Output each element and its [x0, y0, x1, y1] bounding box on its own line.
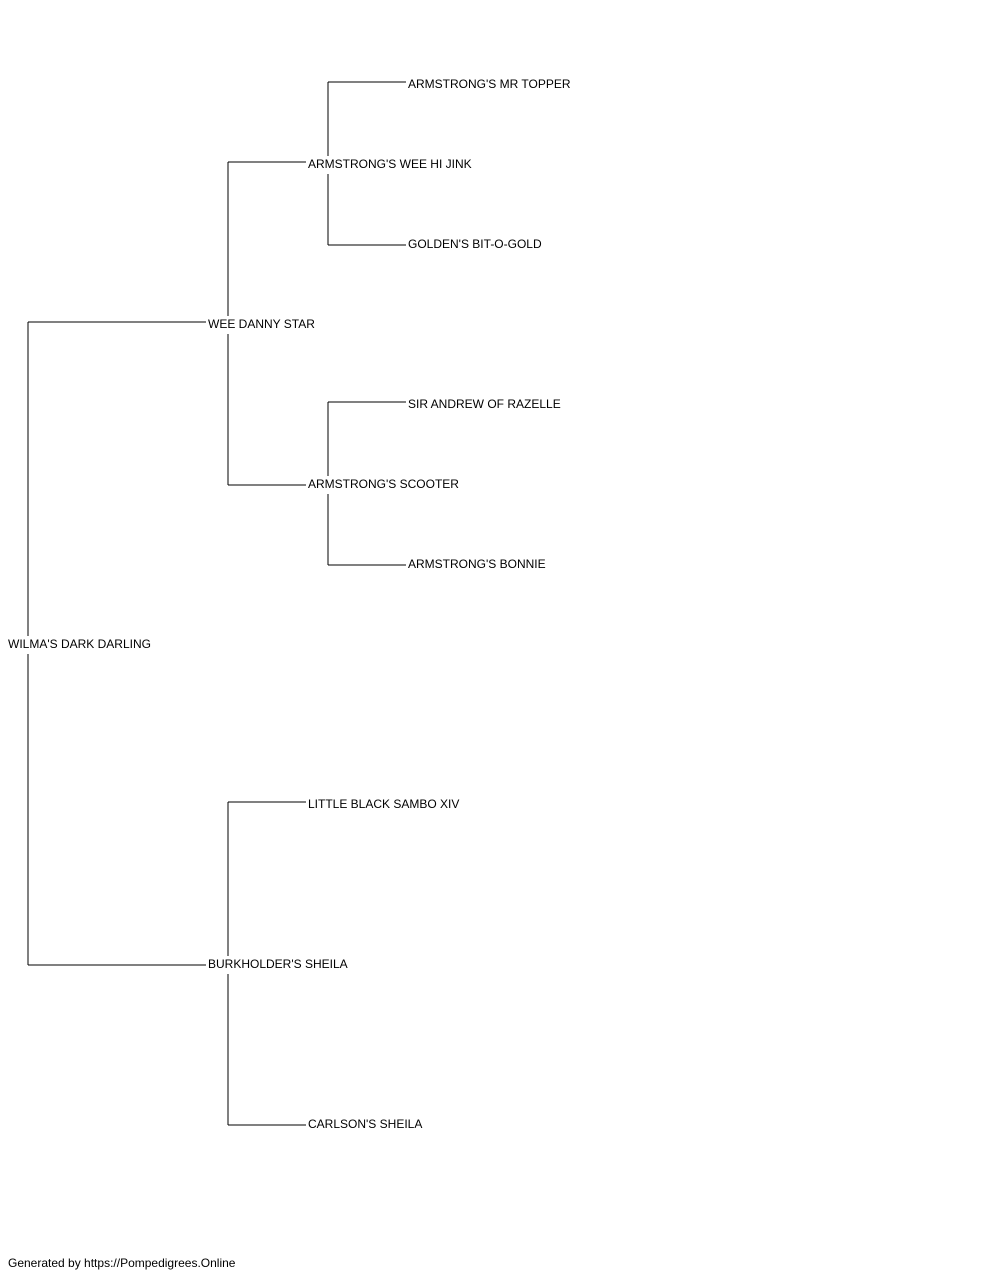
dam-dam-name: CARLSON'S SHEILA	[308, 1117, 422, 1131]
sire-dam-sire-name: SIR ANDREW OF RAZELLE	[408, 397, 561, 411]
sire-name: WEE DANNY STAR	[208, 317, 315, 331]
sire-dam-dam-name: ARMSTRONG'S BONNIE	[408, 557, 546, 571]
sire-sire-dam-name: GOLDEN'S BIT-O-GOLD	[408, 237, 542, 251]
sire-sire-name: ARMSTRONG'S WEE HI JINK	[308, 157, 472, 171]
footer-credit: Generated by https://Pompedigrees.Online	[8, 1256, 236, 1270]
dam-sire-name: LITTLE BLACK SAMBO XIV	[308, 797, 459, 811]
subject-name: WILMA'S DARK DARLING	[8, 637, 151, 651]
dam-name: BURKHOLDER'S SHEILA	[208, 957, 348, 971]
sire-sire-sire-name: ARMSTRONG'S MR TOPPER	[408, 77, 571, 91]
sire-dam-name: ARMSTRONG'S SCOOTER	[308, 477, 459, 491]
